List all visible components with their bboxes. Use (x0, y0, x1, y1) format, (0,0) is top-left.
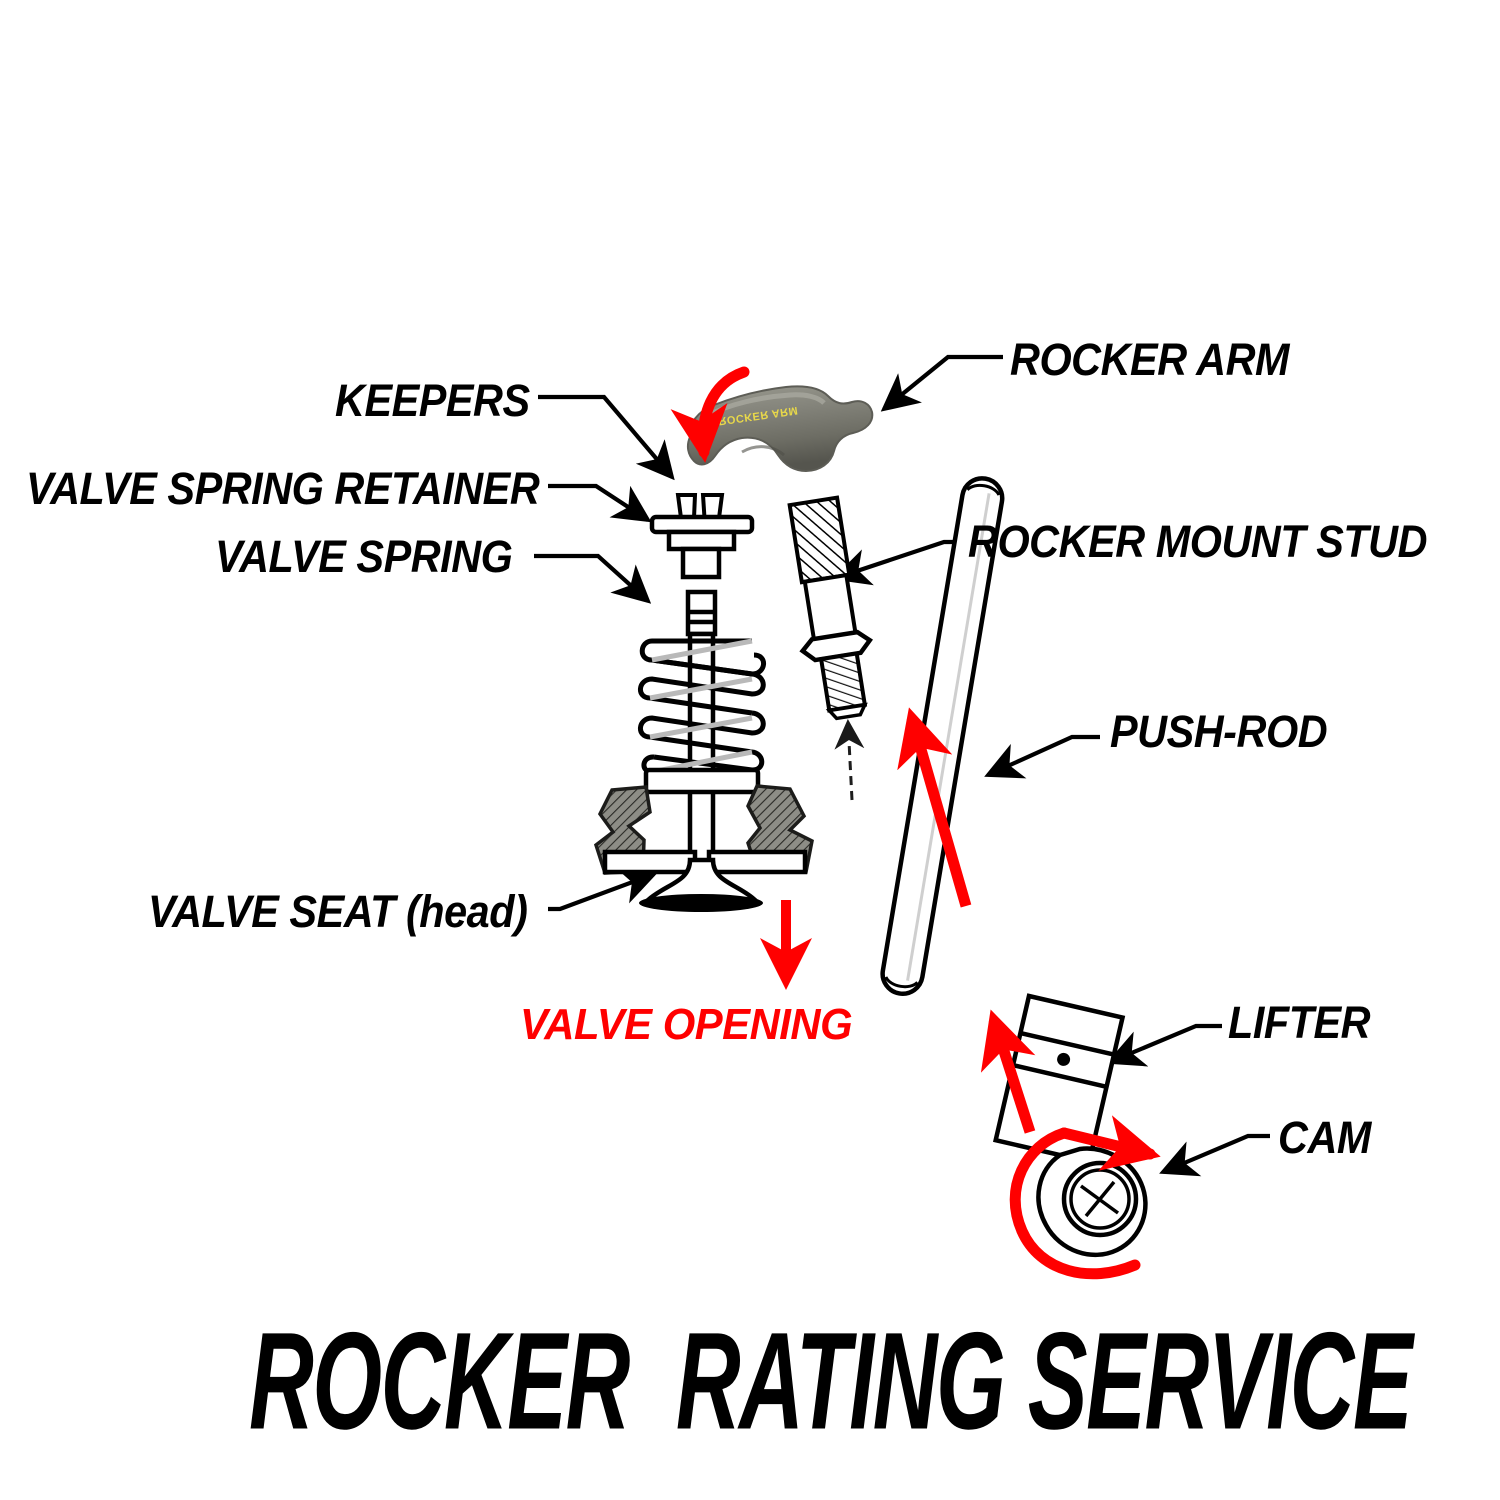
spring-seat (643, 767, 761, 795)
label-push-rod: PUSH-ROD (1110, 706, 1328, 757)
leader-retainer (548, 483, 652, 523)
label-rocker-arm: ROCKER ARM (1010, 334, 1290, 385)
leader-rocker-arm (880, 354, 1003, 412)
valve-assembly (593, 493, 814, 912)
stud-insert-arrow (834, 719, 865, 801)
valve-head (639, 857, 763, 912)
leader-cam (1159, 1133, 1270, 1177)
label-cam: CAM (1278, 1112, 1371, 1163)
label-keepers: KEEPERS (335, 375, 530, 426)
leader-rocker-stud (832, 539, 960, 586)
cam-part (1036, 1146, 1148, 1258)
leader-push-rod (984, 734, 1100, 779)
lifter-oil-hole (1057, 1052, 1071, 1066)
rocker-rotation-arrow (670, 366, 750, 463)
valve-stem-upper (685, 589, 718, 637)
label-valve-spring-retainer: VALVE SPRING RETAINER (26, 463, 540, 514)
lifter-lift-arrow (980, 1009, 1036, 1134)
cam-rotation-arrow-head (1058, 1115, 1161, 1171)
label-valve-seat: VALVE SEAT (head) (148, 886, 528, 937)
rocker-mount-stud-part (787, 495, 873, 721)
leader-lifter (1106, 1023, 1222, 1067)
leader-valve-seat (548, 868, 658, 912)
label-valve-opening: VALVE OPENING (520, 1000, 853, 1049)
page-title-text: ROCKER RATING SERVICE (249, 1304, 1413, 1459)
leader-keepers (538, 394, 675, 481)
cam-rotation-arc (1009, 1127, 1141, 1280)
valve-spring-retainer-part (649, 514, 755, 580)
rocker-arm-stamp: ROCKER ARM (718, 404, 799, 427)
page-title: ROCKER RATING SERVICE (0, 1312, 1500, 1450)
label-lifter: LIFTER (1228, 997, 1371, 1048)
push-rod-lift-arrow (897, 707, 972, 908)
leader-valve-spring (534, 553, 652, 604)
label-valve-spring: VALVE SPRING (215, 531, 513, 582)
label-rocker-mount-stud: ROCKER MOUNT STUD (968, 516, 1428, 567)
